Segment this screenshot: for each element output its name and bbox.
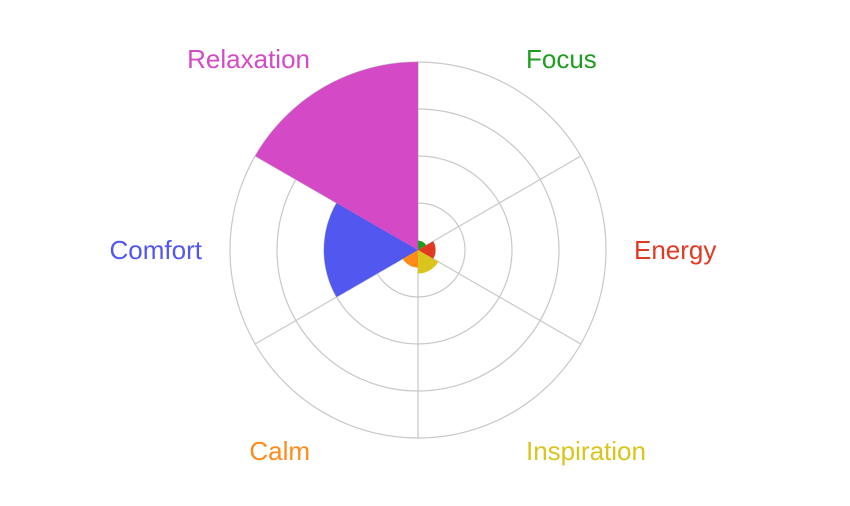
sector-comfort — [323, 203, 418, 297]
sector-calm — [402, 250, 418, 268]
sector-energy — [418, 241, 436, 259]
grid-spoke-2 — [417, 155, 582, 251]
sector-relaxation — [255, 62, 418, 250]
category-label-inspiration: Inspiration — [526, 436, 646, 466]
category-label-calm: Calm — [249, 436, 310, 466]
sector-focus — [418, 240, 427, 250]
sector-inspiration — [418, 250, 439, 274]
category-label-energy: Energy — [634, 235, 716, 265]
grid-spoke-5 — [254, 249, 419, 345]
category-label-relaxation: Relaxation — [187, 44, 310, 74]
grid-spoke-3 — [417, 249, 582, 345]
polar-sectors — [255, 62, 439, 297]
category-label-comfort: Comfort — [110, 235, 203, 265]
category-label-focus: Focus — [526, 44, 597, 74]
